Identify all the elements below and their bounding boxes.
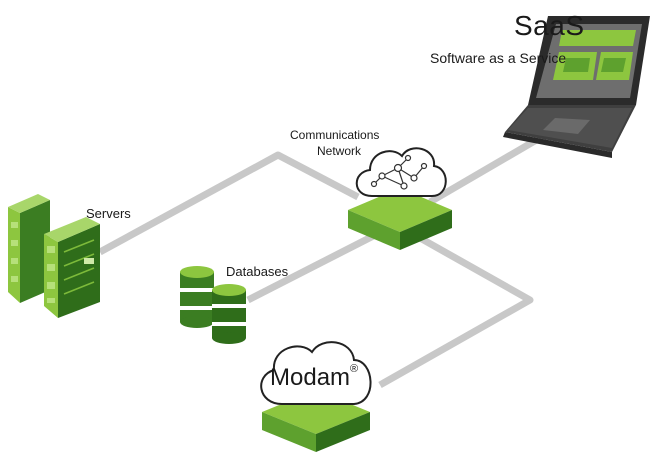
cloud-network-icon <box>355 147 447 197</box>
communications-network-label-line1: Communications <box>290 128 380 142</box>
database-icon <box>180 266 246 344</box>
communications-network-label-line2: Network <box>317 144 362 158</box>
modam-label: Modam® <box>270 363 359 392</box>
network-hub-platform <box>348 188 452 250</box>
cloud-icon <box>260 341 372 405</box>
modam-text: Modam <box>270 364 351 391</box>
connector-lines <box>98 131 547 389</box>
connector-network-to-laptop <box>428 131 547 206</box>
servers-label: Servers <box>86 206 131 221</box>
connector-databases-to-network <box>246 226 387 304</box>
saas-subtitle: Software as a Service <box>430 50 567 66</box>
databases-label: Databases <box>226 264 289 279</box>
connector-network-to-modam <box>378 234 534 389</box>
server-rack-icon <box>8 194 100 318</box>
saas-title: SaaS <box>514 10 585 41</box>
connector-servers-to-network <box>98 151 360 256</box>
registered-mark: ® <box>350 363 359 375</box>
laptop-icon <box>503 16 650 158</box>
